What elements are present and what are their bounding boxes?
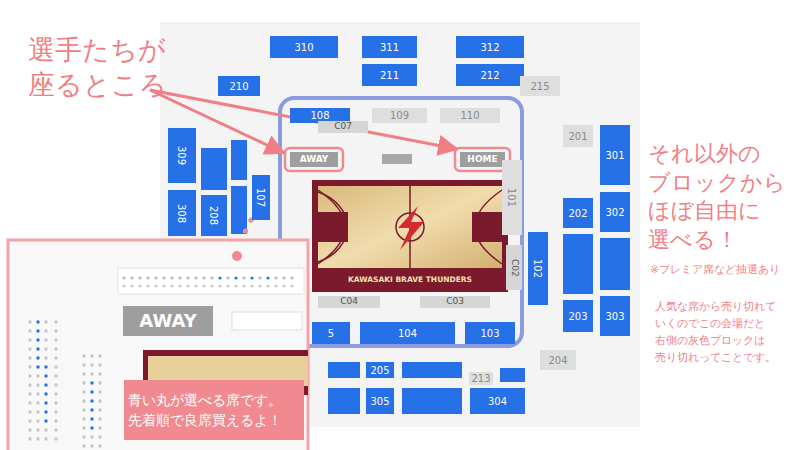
- block-number: 102: [533, 259, 544, 278]
- block-number: 107: [256, 188, 267, 207]
- court-banner: KAWASAKI BRAVE THUNDERS: [318, 273, 502, 288]
- block-number: HOME: [467, 155, 497, 165]
- block-number: 303: [605, 311, 624, 322]
- seat-block: 312: [456, 36, 524, 58]
- seat-block: 211: [362, 64, 417, 86]
- inset-block: [232, 312, 302, 330]
- block-number: 308: [177, 203, 188, 222]
- block-number: 201: [568, 131, 587, 142]
- seat-block: 107: [252, 175, 270, 220]
- court-side-block: C04: [318, 296, 380, 308]
- block-number: C04: [340, 297, 358, 307]
- sold-out-block: 101: [502, 160, 522, 235]
- block-number: 215: [530, 81, 549, 92]
- sold-out-block: 204: [540, 350, 576, 370]
- court-side-block: C03: [420, 296, 490, 308]
- headline-note: それ以外の ブロックから ほぼ自由に 選べる！: [648, 140, 793, 254]
- seat-block: 310: [270, 36, 338, 58]
- block-number: 301: [605, 150, 624, 161]
- floor-outline: [280, 98, 522, 346]
- block-number: 205: [370, 365, 389, 376]
- block-number: 108: [310, 110, 329, 121]
- sold-out-block: 213: [469, 372, 492, 385]
- zoom-inset: [8, 240, 308, 450]
- seat-block: 210: [218, 76, 260, 96]
- bench-tag: HOME: [460, 152, 505, 167]
- note-text: 人気な席から売り切れて いくのでこの会場だと 右側の灰色ブロックは 売り切れって…: [655, 298, 797, 366]
- seat-block: 303: [600, 296, 630, 336]
- seat-block: 304: [470, 388, 525, 414]
- caption-text: 青い丸が選べる席です。 先着順で良席買えるよ！: [128, 390, 300, 431]
- seat-block: 301: [600, 125, 630, 185]
- block-number: 204: [548, 355, 567, 366]
- block-number: 101: [507, 188, 518, 207]
- block-number: 110: [460, 110, 479, 121]
- block-number: C03: [446, 297, 464, 307]
- court-side-block: C07: [318, 121, 368, 133]
- sold-out-block: 109: [372, 108, 427, 123]
- block-number: 109: [390, 110, 409, 121]
- seat-block: 5: [312, 322, 350, 344]
- block-number: 312: [480, 42, 499, 53]
- block-number: 311: [380, 42, 399, 53]
- seat-block: 203: [563, 300, 593, 332]
- block-number: 202: [568, 208, 587, 219]
- block-number: C02: [509, 259, 519, 277]
- seat-block: 309: [168, 128, 196, 183]
- block-number: 213: [471, 373, 490, 384]
- inset-bench-tag: AWAY: [123, 306, 213, 336]
- seat-block: 305: [366, 388, 394, 414]
- block-number: 203: [568, 311, 587, 322]
- block-number: 212: [480, 70, 499, 81]
- seat-block: 212: [456, 64, 524, 86]
- seat-block: 311: [362, 36, 417, 58]
- block-number: 208: [209, 206, 220, 225]
- block-number: 5: [328, 328, 334, 339]
- seat-block: 208: [201, 195, 227, 236]
- block-number: KAWASAKI BRAVE THUNDERS: [348, 276, 472, 284]
- zoom-dot: [232, 251, 242, 261]
- block-number: 103: [480, 328, 499, 339]
- seat-block: 202: [563, 198, 593, 228]
- seat-block: 104: [360, 322, 455, 344]
- seat-block: 302: [600, 192, 630, 232]
- block-number: 310: [294, 42, 313, 53]
- seat-block: 308: [168, 190, 196, 236]
- table-block: [382, 154, 412, 164]
- block-number: 210: [229, 81, 248, 92]
- block-number: 211: [380, 70, 399, 81]
- sold-out-block: 201: [563, 125, 593, 147]
- block-number: 304: [488, 396, 507, 407]
- callout-text: 選手たちが 座るところ: [28, 32, 178, 102]
- note-text: ※プレミア席など抽選あり: [650, 263, 798, 277]
- caption-box: 青い丸が選べる席です。 先着順で良席買えるよ！: [124, 380, 304, 440]
- seat-block: 205: [366, 362, 394, 378]
- sold-out-block: 215: [520, 76, 560, 96]
- basketball-court: [312, 180, 508, 292]
- highlight-outline: [285, 148, 343, 171]
- court-side-block: C02: [506, 245, 522, 290]
- bench-tag: AWAY: [290, 152, 338, 167]
- block-number: 302: [605, 207, 624, 218]
- seat-block: 103: [465, 322, 515, 344]
- sold-out-block: 110: [440, 108, 500, 123]
- inset-block: [118, 268, 304, 294]
- block-number: 309: [177, 146, 188, 165]
- block-number: C07: [334, 122, 352, 132]
- block-number: 305: [370, 396, 389, 407]
- seat-block: 102: [528, 232, 548, 305]
- block-number: AWAY: [139, 311, 196, 331]
- block-number: 104: [398, 328, 417, 339]
- callout-arrow: [150, 90, 457, 149]
- block-number: AWAY: [300, 155, 329, 165]
